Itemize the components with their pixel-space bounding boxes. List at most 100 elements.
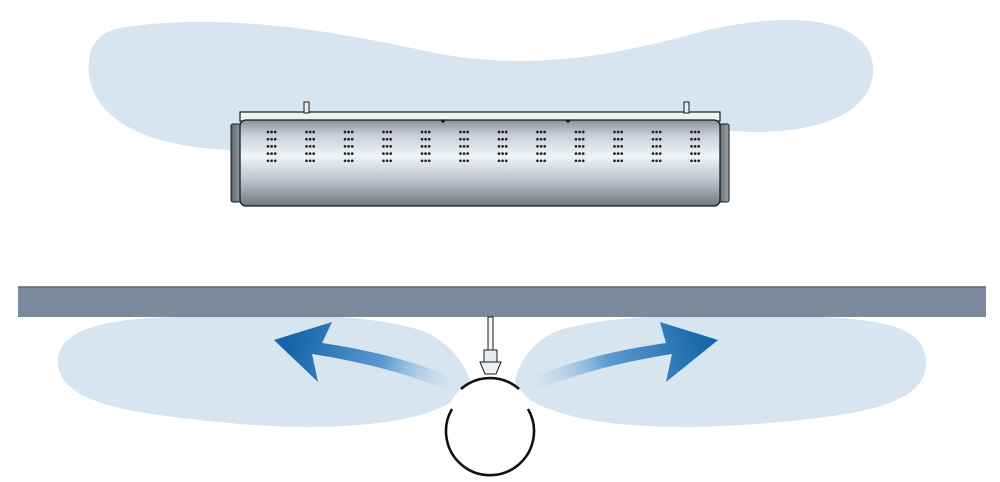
- vent-hole: [305, 130, 308, 134]
- vent-hole: [539, 145, 543, 148]
- vent-hole: [693, 130, 697, 134]
- vent-hole: [620, 145, 624, 148]
- vent-hole: [459, 130, 462, 134]
- vent-hole: [620, 130, 624, 134]
- vent-hole: [270, 152, 273, 155]
- vent-hole: [273, 152, 277, 155]
- vent-hole: [697, 159, 701, 163]
- vent-hole: [305, 137, 308, 141]
- vent-hole: [382, 137, 385, 141]
- vent-hole: [697, 137, 701, 141]
- vent-hole: [266, 137, 270, 141]
- vent-hole: [504, 152, 508, 155]
- vent-hole: [266, 130, 270, 134]
- vent-hole: [690, 159, 693, 163]
- vent-hole: [578, 137, 581, 141]
- vent-hole: [305, 159, 308, 163]
- vent-hole: [343, 145, 347, 148]
- vent-hole: [308, 145, 312, 148]
- vent-hole: [539, 159, 543, 163]
- flow-arrow-right: [522, 322, 718, 392]
- vent-hole: [389, 137, 393, 141]
- vent-hole: [424, 137, 427, 141]
- vent-hole: [466, 137, 470, 141]
- vent-hole: [273, 137, 277, 141]
- vent-hole: [347, 159, 350, 163]
- vent-hole: [690, 152, 693, 155]
- vent-hole: [536, 152, 539, 155]
- vent-hole: [574, 159, 578, 163]
- vent-hole: [308, 130, 312, 134]
- heater-cross-section: [444, 376, 536, 477]
- rod-nut: [483, 349, 498, 363]
- vent-hole: [273, 145, 277, 148]
- vent-hole: [424, 159, 427, 163]
- vent-hole: [347, 130, 350, 134]
- vent-hole: [581, 137, 585, 141]
- vent-hole: [459, 145, 462, 148]
- vent-hole: [462, 137, 466, 141]
- vent-hole: [536, 159, 539, 163]
- vent-hole: [389, 130, 393, 134]
- vent-hole: [347, 137, 350, 141]
- vent-grille: [497, 130, 508, 163]
- vent-hole: [497, 159, 501, 163]
- vent-hole: [497, 152, 501, 155]
- vent-hole: [350, 152, 354, 155]
- vent-hole: [536, 145, 539, 148]
- heater-mark: [566, 119, 570, 123]
- vent-hole: [343, 152, 347, 155]
- vent-grille: [266, 130, 277, 163]
- vent-grille: [690, 130, 701, 163]
- vent-hole: [350, 137, 354, 141]
- vent-hole: [581, 145, 585, 148]
- vent-hole: [462, 130, 466, 134]
- vent-hole: [655, 159, 658, 163]
- vent-hole: [427, 137, 431, 141]
- vent-hole: [578, 152, 581, 155]
- vent-hole: [616, 152, 620, 155]
- vent-hole: [651, 152, 655, 155]
- vent-hole: [581, 130, 585, 134]
- vent-hole: [385, 130, 389, 134]
- vent-hole: [693, 145, 697, 148]
- vent-hole: [420, 145, 424, 148]
- vent-grille: [305, 130, 316, 163]
- vent-hole: [620, 137, 624, 141]
- vent-hole: [343, 137, 347, 141]
- vent-hole: [613, 152, 616, 155]
- vent-hole: [270, 137, 273, 141]
- vent-hole: [382, 130, 385, 134]
- vent-hole: [382, 152, 385, 155]
- vent-hole: [690, 137, 693, 141]
- vent-hole: [574, 130, 578, 134]
- vent-hole: [427, 152, 431, 155]
- vent-hole: [427, 159, 431, 163]
- vent-hole: [420, 152, 424, 155]
- flow-arrow-left: [274, 322, 462, 392]
- vent-hole: [501, 130, 504, 134]
- vent-hole: [424, 152, 427, 155]
- vent-hole: [578, 130, 581, 134]
- vent-hole: [420, 130, 424, 134]
- vent-hole: [462, 152, 466, 155]
- vent-hole: [651, 145, 655, 148]
- vent-hole: [497, 145, 501, 148]
- vent-hole: [382, 145, 385, 148]
- vent-grille: [651, 130, 662, 163]
- vent-grille: [343, 130, 354, 163]
- vent-hole: [651, 137, 655, 141]
- vent-hole: [658, 130, 662, 134]
- vent-hole: [616, 130, 620, 134]
- vent-hole: [308, 159, 312, 163]
- vent-hole: [312, 130, 316, 134]
- side-air-cloud-right: [515, 314, 927, 427]
- vent-hole: [312, 159, 316, 163]
- vent-hole: [466, 152, 470, 155]
- heater-mark: [441, 119, 445, 123]
- vent-hole: [497, 130, 501, 134]
- vent-hole: [305, 152, 308, 155]
- ceiling-mount: [479, 316, 502, 375]
- vent-hole: [616, 137, 620, 141]
